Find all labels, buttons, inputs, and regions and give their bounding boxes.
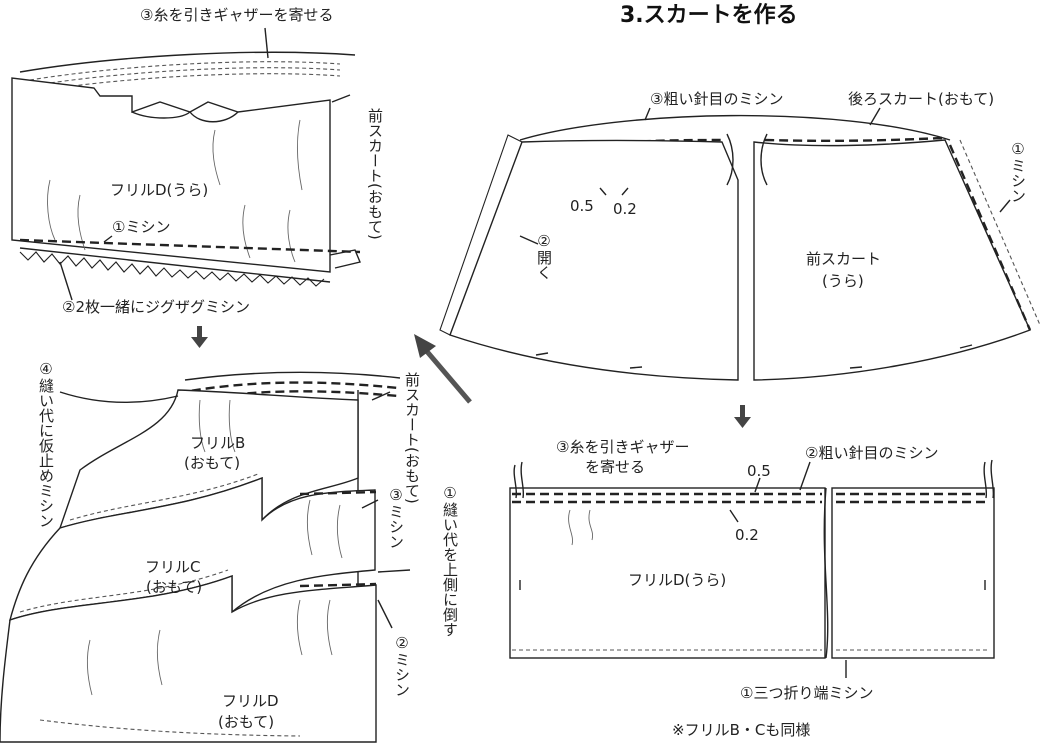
frill-d-label: フリルD (222, 692, 279, 710)
frill-c-side: (おもて) (146, 578, 202, 596)
frill-d-side: (おもて) (218, 713, 274, 731)
page-title: 3.スカートを作る (620, 3, 798, 28)
basting-label: ④縫い代に仮止めミシン (37, 360, 55, 528)
measure-0-5-top: 0.5 (570, 197, 594, 215)
back-skirt-label: 後ろスカート(おもて) (848, 90, 994, 108)
open-label: ②開く (535, 232, 553, 280)
stitch3-label: ③ミシン (387, 486, 405, 549)
diagonal-arrow-icon (414, 334, 472, 404)
stitch1-label-right: ①ミシン (1009, 140, 1027, 203)
left-top-illustration (11, 27, 361, 301)
down-arrow-right-icon (734, 405, 751, 428)
frill-b-side: (おもて) (184, 454, 240, 472)
stitch-label: ①ミシン (112, 218, 170, 236)
frill-c-label: フリルC (145, 558, 200, 576)
front-skirt-label-top: 前スカート(おもて) (366, 108, 384, 240)
measure-0-2-bottom: 0.2 (735, 526, 759, 544)
frill-d-back-label: フリルD(うら) (110, 181, 208, 199)
gather-label-right-1: ③糸を引きギャザー (556, 438, 689, 456)
right-top-illustration (439, 107, 1041, 381)
coarse-stitch-label-bottom: ②粗い針目のミシン (805, 444, 938, 462)
right-bottom-illustration (509, 459, 995, 678)
zigzag-label: ②2枚一緒にジグザグミシン (62, 298, 250, 316)
front-skirt-back-side: (うら) (822, 272, 864, 290)
note-label: ※フリルB・Cも同様 (672, 721, 810, 739)
frill-b-label: フリルB (190, 434, 245, 452)
measure-0-5-bottom: 0.5 (747, 462, 771, 480)
coarse-stitch-label-top: ③粗い針目のミシン (650, 90, 783, 108)
gather-label-top: ③糸を引きギャザーを寄せる (140, 6, 333, 24)
stitch2-label: ②ミシン (393, 634, 411, 697)
down-arrow-left-icon (191, 326, 208, 348)
fold-label: ①縫い代を上側に倒す (441, 484, 459, 637)
measure-0-2-top: 0.2 (613, 200, 637, 218)
frill-d-strip-label: フリルD(うら) (628, 571, 726, 589)
hem-label: ①三つ折り端ミシン (740, 684, 873, 702)
front-skirt-back-label: 前スカート (806, 250, 881, 268)
gather-label-right-2: を寄せる (585, 458, 645, 476)
left-bottom-illustration (0, 371, 411, 743)
front-skirt-label-bottom: 前スカート(おもて) (403, 372, 421, 504)
